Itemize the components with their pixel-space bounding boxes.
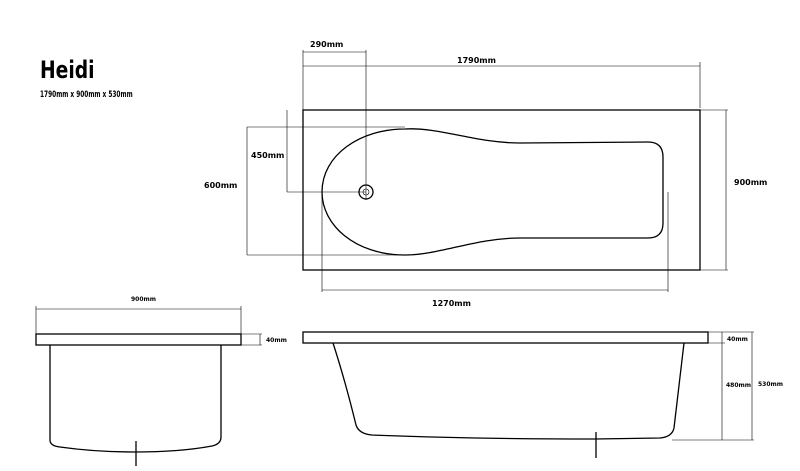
dim-inner-length-label: 1270mm bbox=[432, 299, 471, 308]
product-title: Heidi bbox=[40, 56, 95, 84]
plan-bowl bbox=[321, 128, 664, 256]
side-dim-depth-label: 480mm bbox=[726, 382, 751, 389]
dim-waste-offset-label: 290mm bbox=[310, 40, 343, 49]
end-dim-width-label: 900mm bbox=[131, 296, 156, 303]
plan-view: 290mm 1790mm 450mm 600mm 900mm 1270mm bbox=[204, 40, 767, 308]
side-view: 40mm 480mm 530mm bbox=[302, 331, 783, 458]
dim-width-label: 900mm bbox=[734, 178, 767, 187]
end-view: 900mm 40mm bbox=[35, 296, 287, 466]
dim-length-label: 1790mm bbox=[457, 56, 496, 65]
dim-end-width-label: 450mm bbox=[251, 151, 284, 160]
end-body bbox=[49, 345, 222, 453]
end-rim bbox=[35, 333, 242, 346]
side-dim-rim-label: 40mm bbox=[727, 336, 748, 343]
product-dimensions: 1790mm x 900mm x 530mm bbox=[40, 90, 133, 100]
side-rim bbox=[302, 331, 709, 344]
plan-outline bbox=[302, 109, 701, 271]
end-dim-rim-label: 40mm bbox=[266, 337, 287, 344]
dim-inner-width-label: 600mm bbox=[204, 181, 237, 190]
side-body bbox=[332, 342, 685, 440]
side-dim-total-height-label: 530mm bbox=[758, 381, 783, 388]
